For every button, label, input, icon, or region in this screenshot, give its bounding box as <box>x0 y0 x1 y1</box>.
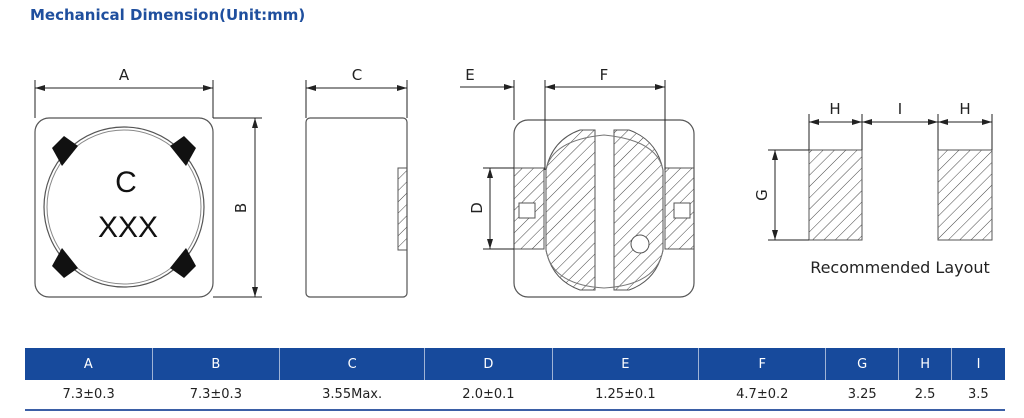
header-i: I <box>951 348 1005 380</box>
value-f: 4.7±0.2 <box>698 380 826 411</box>
dim-h1-label: H <box>829 100 840 118</box>
dim-h2-label: H <box>959 100 970 118</box>
header-b: B <box>151 348 280 380</box>
header-h: H <box>897 348 952 380</box>
top-view: C XXX A B <box>34 66 262 298</box>
value-c: 3.55Max. <box>279 380 425 411</box>
marking-line1: C <box>115 166 137 199</box>
mechanical-drawing: C XXX A B C E F D <box>34 66 993 298</box>
dim-d-label: D <box>468 202 486 214</box>
dimension-table: A B C D E F G H I 7.3±0.3 7.3±0.3 3.55Ma… <box>25 348 1005 411</box>
value-a: 7.3±0.3 <box>25 380 153 411</box>
header-c: C <box>278 348 425 380</box>
value-g: 3.25 <box>825 380 899 411</box>
dim-f-label: F <box>600 66 609 84</box>
layout-caption: Recommended Layout <box>810 258 990 277</box>
dim-g-label: G <box>753 189 771 201</box>
dim-b-label: B <box>232 203 250 213</box>
side-view: C <box>305 66 408 298</box>
header-g: G <box>825 348 899 380</box>
header-e: E <box>551 348 699 380</box>
value-b: 7.3±0.3 <box>152 380 280 411</box>
bottom-view: E F D <box>460 66 695 298</box>
value-e: 1.25±0.1 <box>552 380 699 411</box>
table-header-row: A B C D E F G H I <box>25 348 1005 380</box>
dim-a-label: A <box>119 66 130 84</box>
table-row: 7.3±0.3 7.3±0.3 3.55Max. 2.0±0.1 1.25±0.… <box>25 380 1005 411</box>
header-d: D <box>424 348 553 380</box>
header-f: F <box>698 348 826 380</box>
value-d: 2.0±0.1 <box>424 380 553 411</box>
value-i: 3.5 <box>951 380 1005 411</box>
header-a: A <box>25 348 153 380</box>
recommended-layout: H I H G Recommended Layout <box>753 100 993 277</box>
marking-line2: XXX <box>98 211 158 244</box>
dim-i-label: I <box>898 100 902 118</box>
page-title: Mechanical Dimension(Unit:mm) <box>30 6 306 24</box>
value-h: 2.5 <box>898 380 952 411</box>
dim-e-label: E <box>465 66 474 84</box>
dim-c-label: C <box>352 66 362 84</box>
